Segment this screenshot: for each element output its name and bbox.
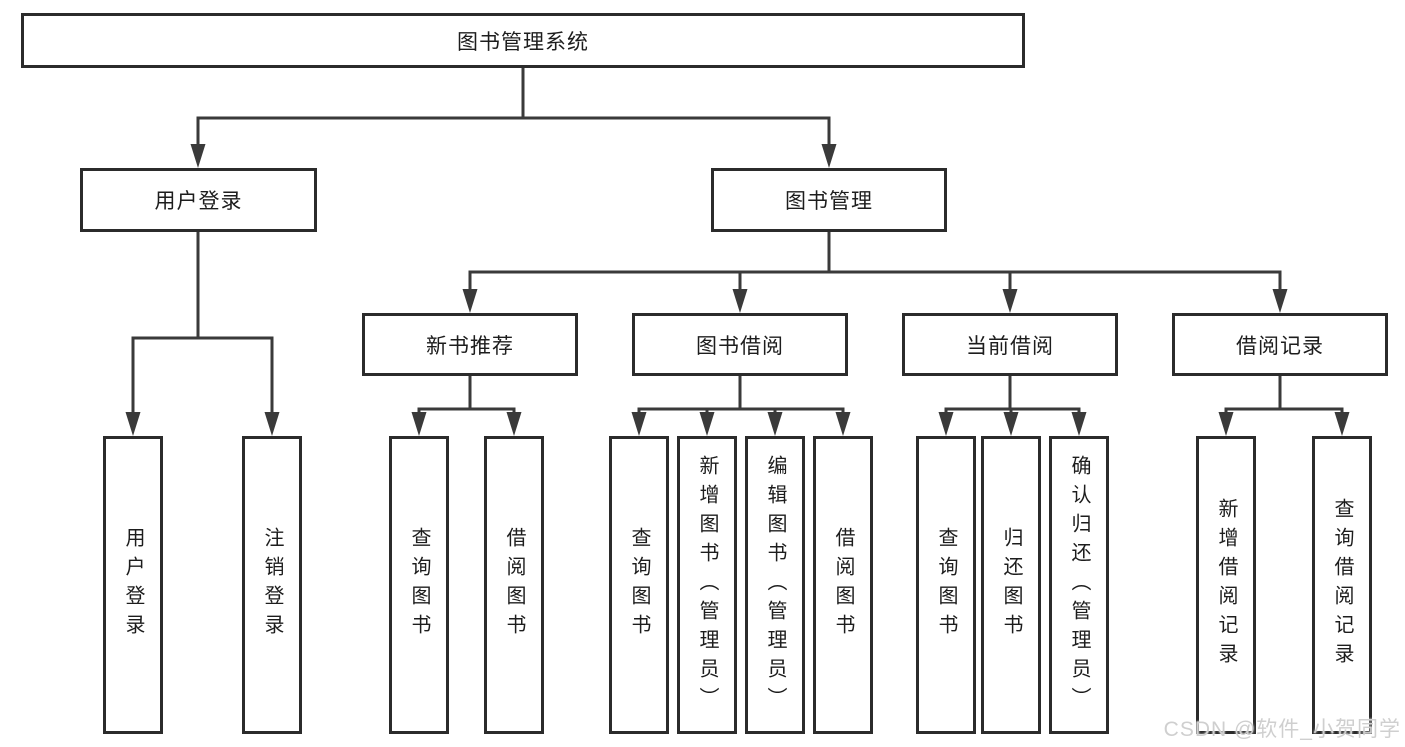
node-label: 查询图书: [408, 527, 430, 643]
leaf-confirm-return-admin: 确认归还（管理员）: [1049, 436, 1109, 734]
leaf-query-books-borrow: 查询图书: [609, 436, 669, 734]
node-label: 确认归还（管理员）: [1068, 454, 1090, 716]
leaf-logout: 注销登录: [242, 436, 302, 734]
node-book-management: 图书管理: [711, 168, 947, 232]
node-label: 查询借阅记录: [1331, 498, 1353, 672]
leaf-edit-books-admin: 编辑图书（管理员）: [745, 436, 805, 734]
node-library-system: 图书管理系统: [21, 13, 1025, 68]
leaf-add-books-admin: 新增图书（管理员）: [677, 436, 737, 734]
node-label: 新书推荐: [426, 334, 514, 358]
node-new-book-recommend: 新书推荐: [362, 313, 578, 376]
leaf-query-books-recommend: 查询图书: [389, 436, 449, 734]
node-label: 注销登录: [261, 527, 283, 643]
leaf-add-borrow-record: 新增借阅记录: [1196, 436, 1256, 734]
node-user-login-group: 用户登录: [80, 168, 317, 232]
node-label: 借阅图书: [503, 527, 525, 643]
leaf-query-borrow-record: 查询借阅记录: [1312, 436, 1372, 734]
node-label: 图书管理系统: [457, 30, 589, 54]
node-label: 用户登录: [122, 527, 144, 643]
leaf-query-books-current: 查询图书: [916, 436, 976, 734]
node-label: 查询图书: [628, 527, 650, 643]
node-label: 新增借阅记录: [1215, 498, 1237, 672]
leaf-borrow-books-recommend: 借阅图书: [484, 436, 544, 734]
node-label: 借阅记录: [1236, 334, 1324, 358]
node-label: 归还图书: [1000, 527, 1022, 643]
node-label: 图书借阅: [696, 334, 784, 358]
leaf-return-books: 归还图书: [981, 436, 1041, 734]
node-label: 查询图书: [935, 527, 957, 643]
node-label: 新增图书（管理员）: [696, 454, 718, 716]
node-label: 图书管理: [785, 190, 873, 213]
node-label: 编辑图书（管理员）: [764, 454, 786, 716]
csdn-watermark: CSDN @软件_小贺同学: [1163, 718, 1401, 741]
leaf-borrow-books: 借阅图书: [813, 436, 873, 734]
node-label: 用户登录: [154, 190, 243, 213]
node-label: 借阅图书: [832, 527, 854, 643]
node-book-borrow: 图书借阅: [632, 313, 848, 376]
node-current-borrow: 当前借阅: [902, 313, 1118, 376]
node-label: 当前借阅: [966, 334, 1054, 358]
leaf-user-login: 用户登录: [103, 436, 163, 734]
node-borrow-records: 借阅记录: [1172, 313, 1388, 376]
